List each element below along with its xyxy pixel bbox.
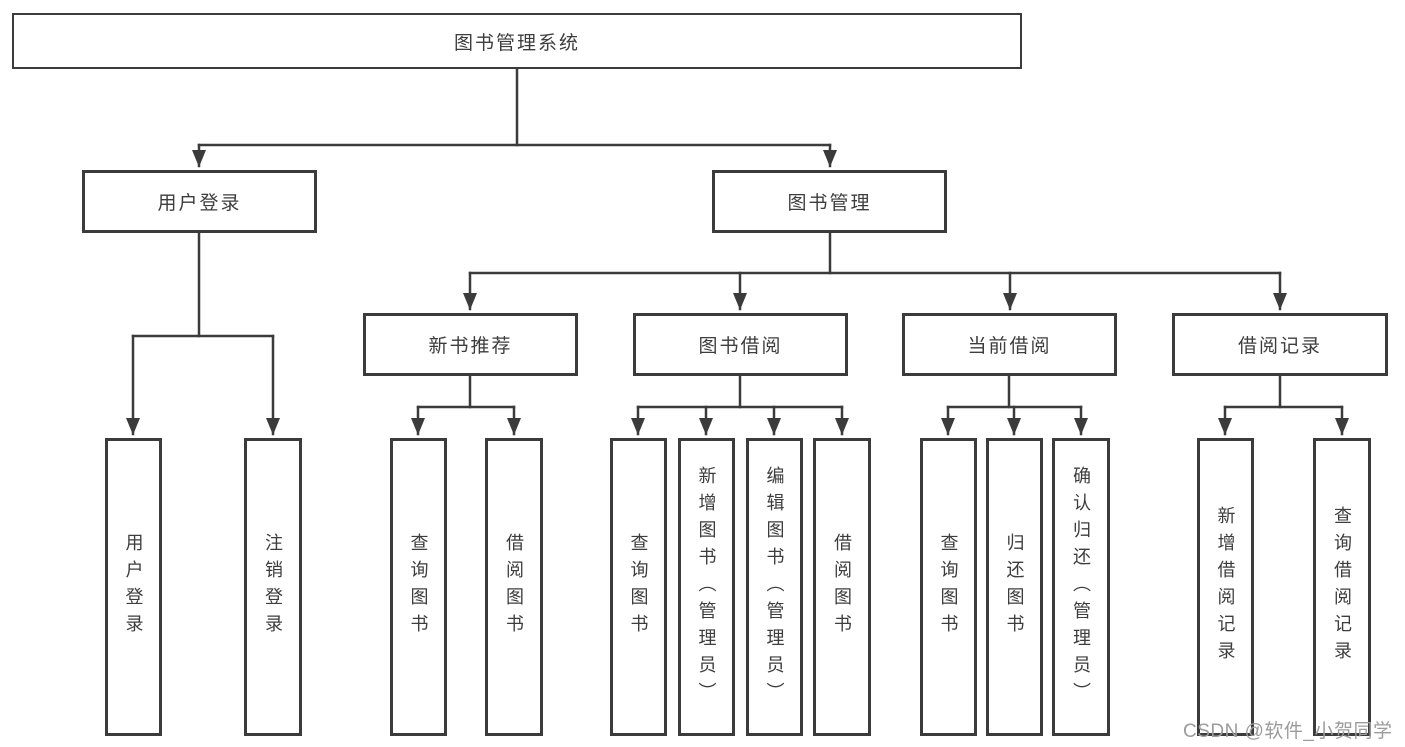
leaf-current-confirm-return-admin: 确认归还（管理员） (1052, 438, 1110, 736)
leaf-rec-borrow-books: 借阅图书 (485, 438, 543, 736)
node-root: 图书管理系统 (12, 13, 1022, 69)
leaf-current-return-books: 归还图书 (986, 438, 1043, 736)
csdn-watermark: CSDN @软件_小贺同学 (1183, 721, 1393, 742)
leaf-borrow-add-books-admin: 新增图书（管理员） (678, 438, 735, 736)
node-borrow-records: 借阅记录 (1172, 313, 1388, 376)
leaf-logout: 注销登录 (244, 438, 302, 736)
leaf-records-query: 查询借阅记录 (1313, 438, 1371, 736)
leaf-borrow-query-books: 查询图书 (610, 438, 667, 736)
connector-current-borrow-children (941, 374, 1088, 436)
node-user-login: 用户登录 (82, 170, 317, 233)
node-new-book-rec: 新书推荐 (363, 313, 578, 376)
leaf-user-login: 用户登录 (105, 438, 162, 736)
leaf-borrow-borrow-books: 借阅图书 (813, 438, 871, 736)
leaf-current-query-books: 查询图书 (920, 438, 977, 736)
connector-book-mgmt-children (463, 231, 1287, 311)
connector-new-book-children (411, 374, 521, 436)
connector-borrow-records-children (1218, 374, 1349, 436)
leaf-records-add: 新增借阅记录 (1197, 438, 1254, 736)
leaf-borrow-edit-books-admin: 编辑图书（管理员） (746, 438, 803, 736)
connector-book-borrow-children (631, 374, 849, 436)
node-current-borrow: 当前借阅 (902, 313, 1117, 376)
node-book-borrow: 图书借阅 (633, 313, 848, 376)
connector-root-to-level2 (192, 67, 837, 168)
node-book-mgmt: 图书管理 (712, 170, 947, 233)
leaf-rec-query-books: 查询图书 (390, 438, 447, 736)
connector-user-login-children (126, 231, 280, 436)
